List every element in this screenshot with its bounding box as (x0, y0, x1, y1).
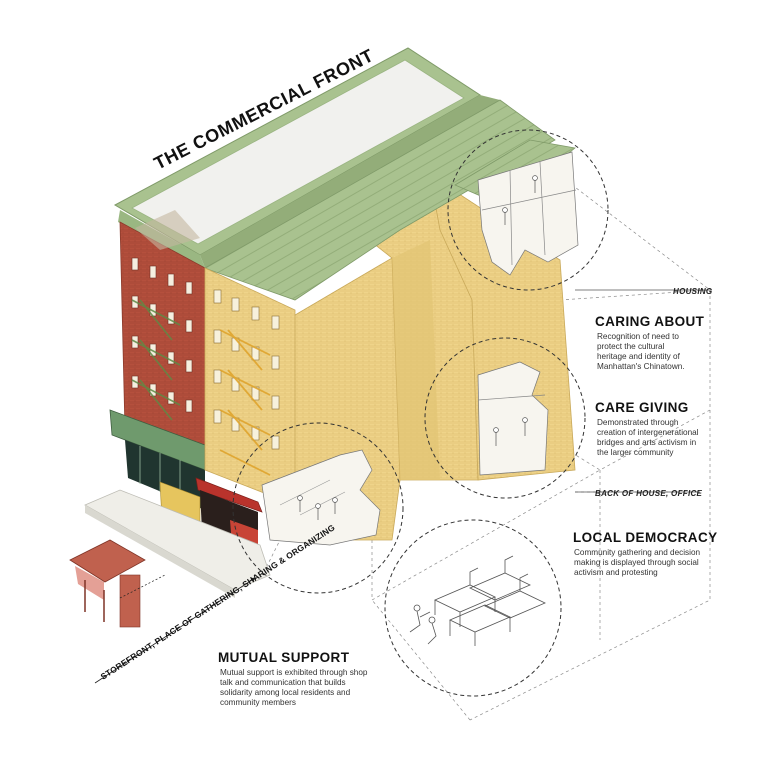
care-giving-line-1: Demonstrated through (597, 418, 679, 427)
tag-housing: HOUSING (673, 287, 712, 296)
red-brick-building (109, 210, 211, 536)
care-giving-line-3: bridges and arts activism in (597, 438, 697, 447)
local-democracy-title: LOCAL DEMOCRACY (573, 530, 718, 545)
mutual-support-line-1: Mutual support is exhibited through shop (220, 668, 368, 677)
caring-about-line-2: protect the cultural (597, 342, 665, 351)
tag-back-of-house: BACK OF HOUSE, OFFICE (595, 489, 703, 498)
local-democracy-line-2: making is displayed through social (574, 558, 699, 567)
caring-about-title: CARING ABOUT (595, 314, 705, 329)
care-giving-line-4: the larger community (597, 448, 674, 457)
mutual-support-line-3: solidarity among local residents and (220, 688, 351, 697)
local-democracy-gathering-sketch (409, 555, 546, 646)
caring-about-line-1: Recognition of need to (597, 332, 679, 341)
mutual-support-title: MUTUAL SUPPORT (218, 650, 350, 665)
mutual-support-line-2: talk and communication that builds (220, 678, 346, 687)
mutual-support-line-4: community members (220, 698, 296, 707)
caring-about-line-3: heritage and identity of (597, 352, 681, 361)
focus-circles (232, 129, 609, 697)
bus-shelter (69, 539, 146, 628)
care-giving-line-2: creation of intergenerational (597, 428, 699, 437)
caring-about-line-4: Manhattan's Chinatown. (597, 362, 685, 371)
cutaway-storefront-interior (261, 449, 381, 546)
local-democracy-line-1: Community gathering and decision (574, 548, 701, 557)
sidewalk (84, 489, 271, 598)
cutaway-office-interior (477, 361, 549, 476)
cutaway-housing-interior (477, 151, 579, 276)
care-giving-title: CARE GIVING (595, 400, 689, 415)
leader-lines (94, 289, 712, 684)
local-democracy-line-3: activism and protesting (574, 568, 658, 577)
